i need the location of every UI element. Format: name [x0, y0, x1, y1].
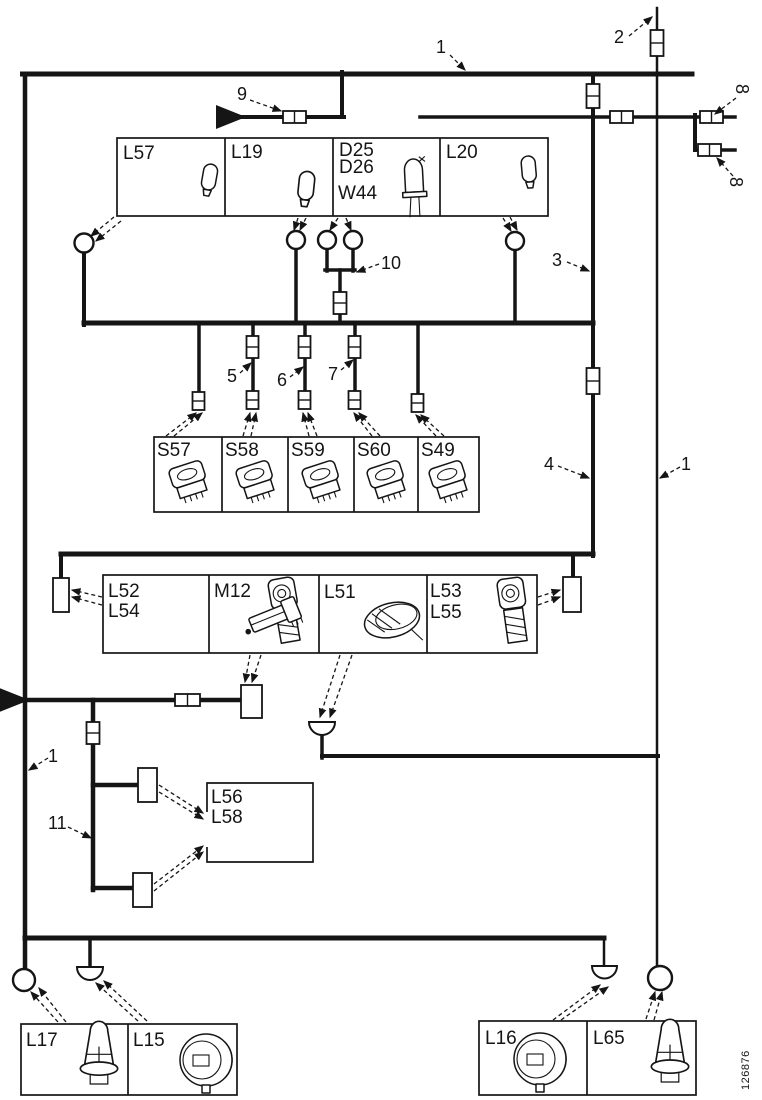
callout-2: 2 — [614, 27, 624, 47]
bulb-icon — [297, 170, 316, 208]
connector-wire2 — [649, 29, 665, 57]
work-lamp-icon — [363, 601, 424, 641]
label-l65: L65 — [593, 1028, 625, 1049]
terminal-l52 — [52, 577, 70, 613]
bottom-right-lamp-box: L16 L65 — [478, 1018, 697, 1096]
socket-l65 — [646, 964, 674, 992]
socket-l20 — [504, 230, 526, 252]
led-icon — [401, 155, 428, 218]
label-w44: W44 — [338, 183, 378, 204]
callout-1-left: 1 — [48, 746, 58, 766]
terminal-l56-upper — [137, 767, 158, 803]
connector-s49 — [410, 393, 425, 413]
callout-8-upper: 8 — [732, 84, 752, 94]
label-l16: L16 — [485, 1028, 517, 1049]
label-m12: M12 — [214, 581, 251, 602]
connector-wire9 — [282, 110, 307, 124]
callout-3: 3 — [552, 250, 562, 270]
figure-part-number: 126876 — [740, 1050, 752, 1090]
callout-5: 5 — [227, 366, 237, 386]
connector-m12-line — [174, 693, 201, 707]
label-l55: L55 — [430, 602, 462, 623]
label-s58: S58 — [225, 440, 259, 461]
round-lamp-icon — [513, 1032, 567, 1093]
label-l17: L17 — [26, 1030, 58, 1051]
terminals — [11, 229, 674, 993]
connector-wire10 — [332, 291, 348, 315]
beacon-lamp-icon — [650, 1018, 690, 1083]
connector-wire8-upper — [699, 110, 724, 124]
label-l20: L20 — [446, 142, 478, 163]
callout-4: 4 — [544, 454, 554, 474]
top-lamp-box: L57 L19 D25 D26 W44 L20 — [116, 137, 549, 218]
motor-icon — [245, 596, 304, 635]
socket-l19 — [285, 229, 307, 251]
label-l58: L58 — [211, 807, 243, 828]
callout-11: 11 — [48, 813, 67, 833]
label-s57: S57 — [157, 440, 191, 461]
label-d25: D25 — [339, 140, 374, 161]
socket-l16 — [590, 965, 619, 980]
label-l53: L53 — [430, 581, 462, 602]
socket-d25 — [316, 229, 338, 251]
label-s49: S49 — [421, 440, 455, 461]
detail-lamp-box: L56 L58 — [206, 782, 314, 863]
harness-wires — [0, 6, 737, 972]
terminal-m12 — [240, 684, 263, 719]
label-l54: L54 — [108, 601, 140, 622]
label-l57: L57 — [123, 143, 155, 164]
terminal-l53 — [562, 576, 582, 613]
component-leaders — [30, 216, 664, 1023]
beacon-lamp-icon — [79, 1020, 119, 1085]
callout-8-lower: 8 — [726, 177, 746, 187]
label-l52: L52 — [108, 581, 140, 602]
rocker-switch-icon — [301, 460, 341, 504]
socket-d26 — [342, 229, 364, 251]
bulb-icon — [200, 163, 219, 197]
rocker-switch-icon — [235, 460, 275, 504]
rocker-switch-icon — [366, 460, 406, 504]
socket-l15 — [75, 966, 105, 981]
socket-l17 — [11, 967, 37, 993]
callout-10: 10 — [381, 253, 401, 273]
connector-wire5-upper — [245, 335, 260, 359]
connector-wire3-top — [585, 83, 601, 109]
callout-6: 6 — [277, 370, 287, 390]
connector-s57 — [191, 391, 206, 411]
callout-9: 9 — [237, 84, 247, 104]
label-l56: L56 — [211, 787, 243, 808]
connector-wire6-upper — [297, 335, 312, 359]
callout-1-right: 1 — [681, 454, 691, 474]
connector-wire4 — [585, 367, 601, 395]
callout-1-top: 1 — [436, 37, 446, 57]
label-l19: L19 — [231, 142, 263, 163]
connectors — [85, 29, 724, 745]
callout-7: 7 — [328, 364, 338, 384]
connector-s60 — [347, 390, 362, 410]
socket-l57 — [73, 232, 95, 254]
terminal-l56-lower — [132, 872, 153, 908]
rocker-switch-icon — [168, 460, 208, 504]
switch-box: S57 S58 S59 S60 S49 — [153, 436, 480, 513]
label-d26: D26 — [339, 157, 374, 178]
label-l51: L51 — [324, 582, 356, 603]
round-lamp-icon — [179, 1033, 233, 1094]
connector-wire7-upper — [347, 335, 362, 359]
socket-l51 — [307, 721, 337, 736]
connector-s58 — [245, 390, 260, 410]
bottom-left-lamp-box: L17 L15 — [20, 1020, 238, 1096]
connector-s59 — [297, 390, 312, 410]
label-l15: L15 — [133, 1030, 165, 1051]
connector-wire8-mid — [609, 110, 634, 124]
rocker-switch-icon — [428, 460, 468, 504]
connector-wire11 — [85, 721, 101, 745]
bulb-icon — [520, 155, 538, 189]
wire-number-callouts: 1 2 9 8 8 10 3 5 6 7 4 1 1 11 — [27, 16, 752, 839]
connector-wire8-lower — [697, 143, 722, 157]
label-s59: S59 — [291, 440, 325, 461]
headlamp-icon — [496, 576, 528, 644]
work-lamp-box: L52 L54 M12 L51 L53 L55 — [102, 574, 538, 654]
label-s60: S60 — [357, 440, 391, 461]
